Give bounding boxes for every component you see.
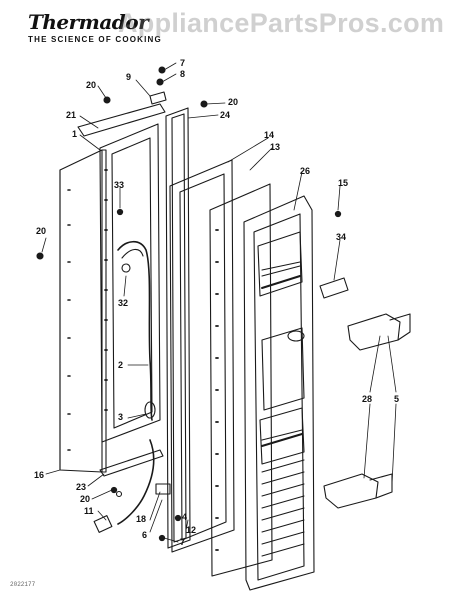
- callout-32: 32: [118, 298, 128, 308]
- wire-harness: [117, 240, 156, 421]
- leader-lines: [41, 62, 397, 543]
- callout-2: 2: [118, 360, 123, 370]
- callout-16: 16: [34, 470, 44, 480]
- callout-13: 13: [270, 142, 280, 152]
- door-liner-with-shelves: [243, 195, 315, 591]
- callout-5: 5: [394, 394, 399, 404]
- callout-1: 1: [72, 129, 77, 139]
- callout-14: 14: [264, 130, 274, 140]
- callout-28: 28: [362, 394, 372, 404]
- callout-7-bottom: 7: [180, 537, 185, 547]
- callout-11: 11: [84, 506, 94, 516]
- door-liner-trim: [209, 183, 273, 577]
- callout-23: 23: [76, 482, 86, 492]
- bottom-hinge-assembly: [93, 439, 171, 533]
- callout-21: 21: [66, 110, 76, 120]
- callout-20-left: 20: [86, 80, 96, 90]
- callout-6: 6: [142, 530, 147, 540]
- callout-18: 18: [136, 514, 146, 524]
- callout-20-bottom: 20: [80, 494, 90, 504]
- fasteners: [36, 66, 342, 542]
- callout-9: 9: [126, 72, 131, 82]
- callout-20-mid: 20: [36, 226, 46, 236]
- callout-8: 8: [180, 69, 185, 79]
- callout-15: 15: [338, 178, 348, 188]
- callout-labels: 7 8 9 20 20 21 24 1 14 13 26 15 33 20 34…: [34, 58, 399, 547]
- door-gasket: [165, 107, 191, 549]
- callout-7-top: 7: [180, 58, 185, 68]
- callout-20-top: 20: [228, 97, 238, 107]
- door-shelf-bins: [319, 277, 411, 509]
- callout-26: 26: [300, 166, 310, 176]
- callout-33: 33: [114, 180, 124, 190]
- brand-logo: Thermador: [28, 10, 149, 34]
- inner-door-panel: [169, 159, 235, 553]
- callout-34: 34: [336, 232, 346, 242]
- callout-12: 12: [186, 525, 196, 535]
- callout-4: 4: [182, 512, 187, 522]
- brand-tagline: THE SCIENCE OF COOKING: [28, 35, 162, 44]
- door-outer-panel: [59, 149, 107, 473]
- top-hinge-bracket: [77, 91, 167, 137]
- callout-3: 3: [118, 412, 123, 422]
- drawing-code: 2022177: [10, 581, 36, 588]
- site-watermark: AppliancePartsPros.com: [118, 8, 445, 38]
- callout-24: 24: [220, 110, 230, 120]
